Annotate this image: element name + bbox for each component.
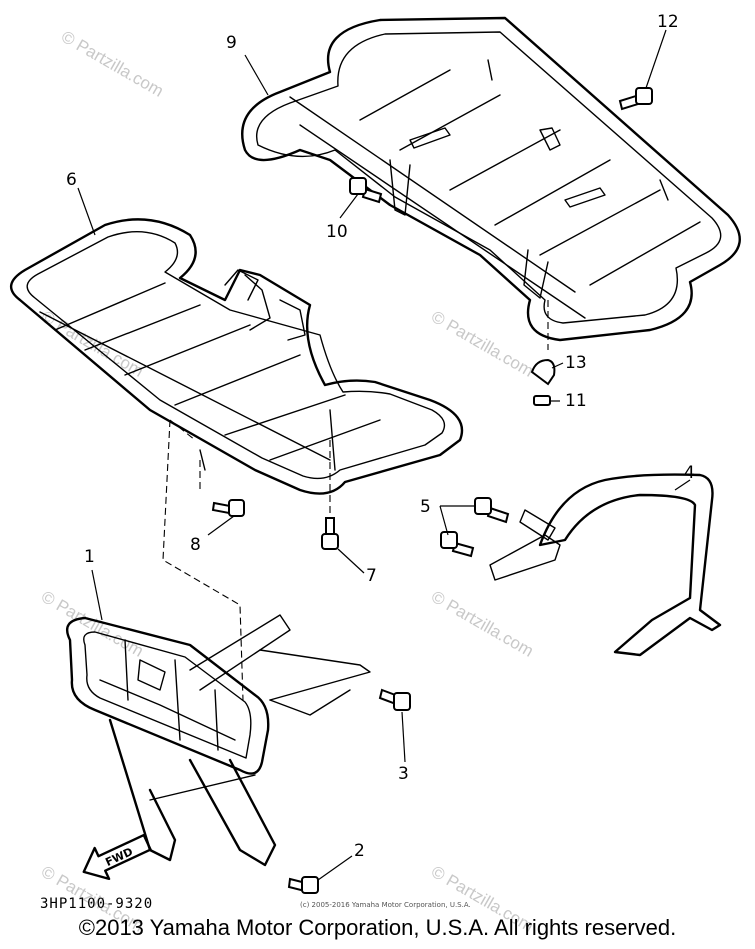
callout-2: 2	[354, 841, 365, 861]
bolt-part-12	[618, 87, 653, 111]
small-print: (c) 2005-2016 Yamaha Motor Corporation, …	[300, 901, 471, 909]
copyright-notice: ©2013 Yamaha Motor Corporation, U.S.A. A…	[78, 915, 677, 940]
callout-12: 12	[657, 12, 679, 32]
callout-5: 5	[420, 497, 431, 517]
bolt-part-3	[378, 688, 411, 711]
bolt-part-10	[349, 177, 383, 204]
diagram-code: 3HP1100-9320	[40, 896, 153, 912]
callout-6: 6	[66, 170, 77, 190]
leader-lines	[77, 29, 691, 881]
callout-1: 1	[84, 547, 95, 567]
callout-13: 13	[565, 353, 587, 373]
watermark: © Partzilla.com	[58, 27, 167, 101]
bracket-part-4	[489, 473, 722, 657]
callout-7: 7	[366, 566, 377, 586]
callout-4: 4	[684, 463, 695, 483]
bolt-part-5b	[440, 531, 475, 558]
callout-9: 9	[226, 33, 237, 53]
collar-part-11	[533, 395, 551, 406]
fasteners	[211, 87, 653, 894]
watermarks: © Partzilla.com © Partzilla.com © Partzi…	[38, 27, 537, 936]
bolt-part-2	[287, 876, 319, 894]
callout-10: 10	[326, 222, 348, 242]
callout-11: 11	[565, 391, 587, 411]
bolt-part-8	[211, 499, 245, 517]
reference-lines	[162, 300, 549, 701]
callouts: 9 12 10 6 13 11 8 7 5 4 1 3 2	[66, 12, 695, 861]
callout-3: 3	[398, 764, 409, 784]
watermark: © Partzilla.com	[38, 307, 147, 381]
front-carrier-part-6	[10, 218, 464, 495]
bolt-part-5a	[474, 497, 510, 524]
clip-part-13	[530, 358, 556, 386]
rear-carrier-part-9	[241, 16, 741, 342]
watermark: © Partzilla.com	[428, 307, 537, 381]
front-guard-part-1	[65, 614, 371, 867]
forward-arrow: FWD	[82, 833, 152, 881]
watermark: © Partzilla.com	[428, 587, 537, 661]
bolt-part-7	[321, 517, 339, 550]
watermark: © Partzilla.com	[38, 587, 147, 661]
callout-8: 8	[190, 535, 201, 555]
